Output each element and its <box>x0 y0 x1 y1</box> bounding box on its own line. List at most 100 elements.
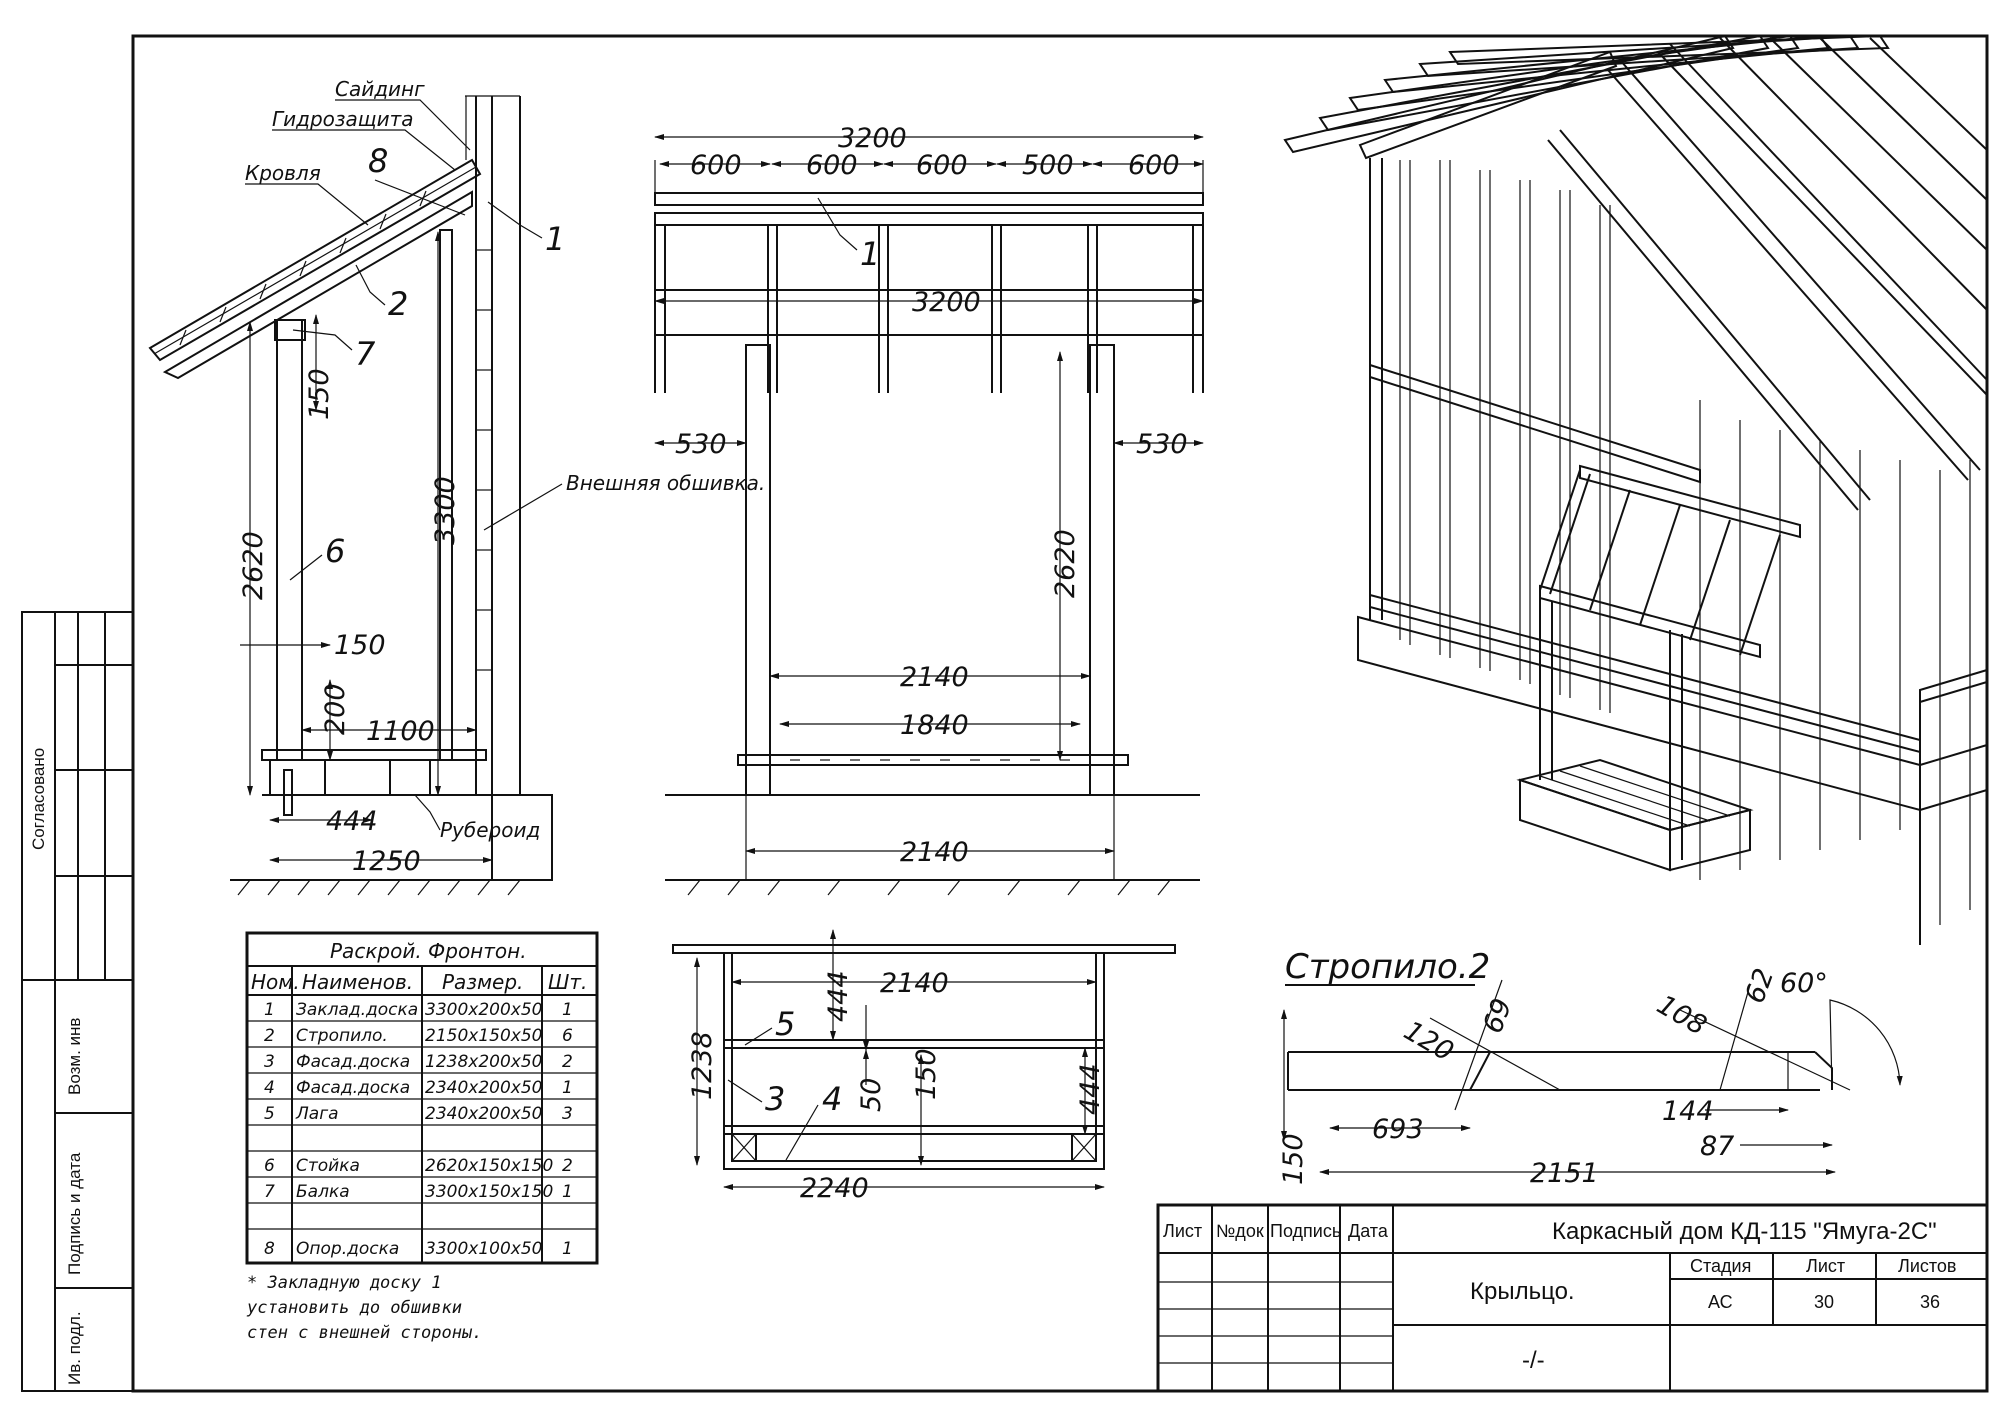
label-ruberoid: Рубероид <box>440 818 540 842</box>
title-sheets-total: 36 <box>1920 1292 1940 1312</box>
dim-side-150-h: 150 <box>304 368 335 420</box>
callout-3: 3 <box>765 1080 785 1118</box>
rafter-dim-2151: 2151 <box>1530 1158 1599 1189</box>
dim-plan-1238: 1238 <box>687 1031 718 1100</box>
porch-roof <box>1539 464 1801 860</box>
callout-5: 5 <box>775 1005 795 1043</box>
sheathing-ticks <box>476 249 492 671</box>
stamp-sign-date: Подпись и дата <box>65 1152 84 1275</box>
dim-front-2140-inner: 2140 <box>900 662 969 693</box>
dim-span-4: 500 <box>1022 150 1074 181</box>
svg-text:Фасад.доска: Фасад.доска <box>296 1052 410 1072</box>
dim-plan-2140: 2140 <box>880 968 949 999</box>
svg-text:3300x200x50: 3300x200x50 <box>425 1000 542 1020</box>
left-wall-studs <box>1399 160 1611 713</box>
svg-text:3: 3 <box>264 1052 275 1072</box>
ground-hatch-side <box>237 879 521 896</box>
right-wall-studs <box>1699 400 1971 925</box>
svg-text:6: 6 <box>562 1026 573 1046</box>
svg-text:2340x200x50: 2340x200x50 <box>425 1078 542 1098</box>
svg-text:2: 2 <box>264 1026 275 1046</box>
svg-text:8: 8 <box>264 1239 275 1259</box>
cut-table-title: Раскрой. Фронтон. <box>330 939 527 963</box>
svg-text:2: 2 <box>562 1156 573 1176</box>
svg-text:5: 5 <box>264 1104 275 1124</box>
svg-text:Стропило.: Стропило. <box>296 1026 388 1046</box>
stamp-inv-replace: Возм. инв <box>65 1018 84 1095</box>
svg-text:Стойка: Стойка <box>296 1156 360 1176</box>
cut-table-rowlines <box>247 1020 597 1230</box>
callout-6: 6 <box>325 532 345 570</box>
dim-plan-150: 150 <box>911 1048 942 1100</box>
isometric-frame-view <box>1283 34 1988 945</box>
rafter-dim-144: 144 <box>1662 1096 1714 1127</box>
plan-view: 2140 444 1238 50 150 444 2240 5 3 4 <box>672 929 1176 1204</box>
table-row: 1 Заклад.доска 3300x200x50 1 <box>264 1000 573 1020</box>
stamp-inv-orig: Ив. подл. <box>65 1311 84 1385</box>
dim-side-2620: 2620 <box>238 531 269 600</box>
svg-text:3: 3 <box>562 1104 573 1124</box>
svg-text:1: 1 <box>562 1182 573 1202</box>
callout-8: 8 <box>368 142 388 180</box>
title-stage: АС <box>1708 1292 1733 1312</box>
svg-text:2620x150x150: 2620x150x150 <box>425 1156 553 1176</box>
cut-table-header-size: Размер. <box>442 970 523 994</box>
svg-text:Фасад.доска: Фасад.доска <box>296 1078 410 1098</box>
iso-rafters <box>1547 37 1988 511</box>
title-sheets-label: Листов <box>1898 1256 1956 1276</box>
svg-text:Опор.доска: Опор.доска <box>296 1239 399 1259</box>
dim-front-1840: 1840 <box>900 710 969 741</box>
label-siding: Сайдинг <box>335 77 425 101</box>
title-col-doc: №док <box>1216 1221 1264 1241</box>
title-block: Лист №док Подпись Дата Каркасный дом КД-… <box>1156 1203 1989 1393</box>
dim-front-3200-beam: 3200 <box>912 287 981 318</box>
table-row: 5 Лага 2340x200x50 3 <box>264 1104 573 1124</box>
cut-table-header-name: Наименов. <box>302 970 413 994</box>
rafter-title: Стропило.2 <box>1285 947 1490 987</box>
svg-text:3300x150x150: 3300x150x150 <box>425 1182 553 1202</box>
cut-table-note-2: установить до обшивки <box>246 1298 462 1318</box>
title-extra: -/- <box>1522 1347 1545 1374</box>
callout-1-front: 1 <box>860 235 880 273</box>
rafter-dim-108: 108 <box>1652 989 1712 1042</box>
rafter-detail: Стропило.2 150 2151 693 120 69 108 62 60… <box>1278 947 1903 1189</box>
callout-2-side: 2 <box>388 285 408 323</box>
callout-1-side: 1 <box>545 220 565 258</box>
dim-plan-50: 50 <box>856 1078 887 1112</box>
dim-span-1: 600 <box>690 150 742 181</box>
title-col-date: Дата <box>1348 1221 1389 1241</box>
svg-text:7: 7 <box>264 1182 275 1202</box>
title-project: Каркасный дом КД-115 "Ямуга-2С" <box>1552 1218 1937 1245</box>
rafter-dim-87: 87 <box>1700 1131 1734 1162</box>
front-elevation: 3200 600 600 600 500 600 3200 530 530 26… <box>654 123 1204 896</box>
table-row: 7 Балка 3300x150x150 1 <box>264 1182 573 1202</box>
rafter-dim-120: 120 <box>1399 1015 1459 1068</box>
svg-text:3300x100x50: 3300x100x50 <box>425 1239 542 1259</box>
svg-text:Лага: Лага <box>295 1104 339 1124</box>
table-row: 8 Опор.доска 3300x100x50 1 <box>264 1239 573 1259</box>
svg-text:Заклад.доска: Заклад.доска <box>296 1000 418 1020</box>
dim-side-150-w: 150 <box>334 630 386 661</box>
dim-side-3300: 3300 <box>430 476 461 545</box>
dim-front-2620: 2620 <box>1050 529 1081 598</box>
dim-plan-2240: 2240 <box>800 1173 869 1204</box>
title-sheet-name: Крыльцо. <box>1470 1278 1575 1305</box>
rafter-dim-angle: 60° <box>1780 968 1828 999</box>
dim-plan-444-b: 444 <box>1075 1063 1106 1115</box>
svg-text:1: 1 <box>264 1000 275 1020</box>
dim-front-3200-top: 3200 <box>838 123 907 154</box>
dim-span-2: 600 <box>806 150 858 181</box>
svg-text:2: 2 <box>562 1052 573 1072</box>
label-waterproof: Гидрозащита <box>272 107 414 131</box>
rafter-dim-150: 150 <box>1278 1133 1309 1185</box>
title-col-sign: Подпись <box>1270 1221 1341 1241</box>
table-row: 2 Стропило. 2150x150x50 6 <box>264 1026 573 1046</box>
title-sheet-label: Лист <box>1806 1256 1845 1276</box>
svg-text:2150x150x50: 2150x150x50 <box>425 1026 542 1046</box>
cut-table-note-1: * Закладную доску 1 <box>247 1273 441 1293</box>
table-row: 4 Фасад.доска 2340x200x50 1 <box>264 1078 573 1098</box>
svg-text:1: 1 <box>562 1078 573 1098</box>
cut-table: Раскрой. Фронтон. Ном. Наименов. Размер.… <box>245 931 599 1343</box>
dim-span-3: 600 <box>916 150 968 181</box>
